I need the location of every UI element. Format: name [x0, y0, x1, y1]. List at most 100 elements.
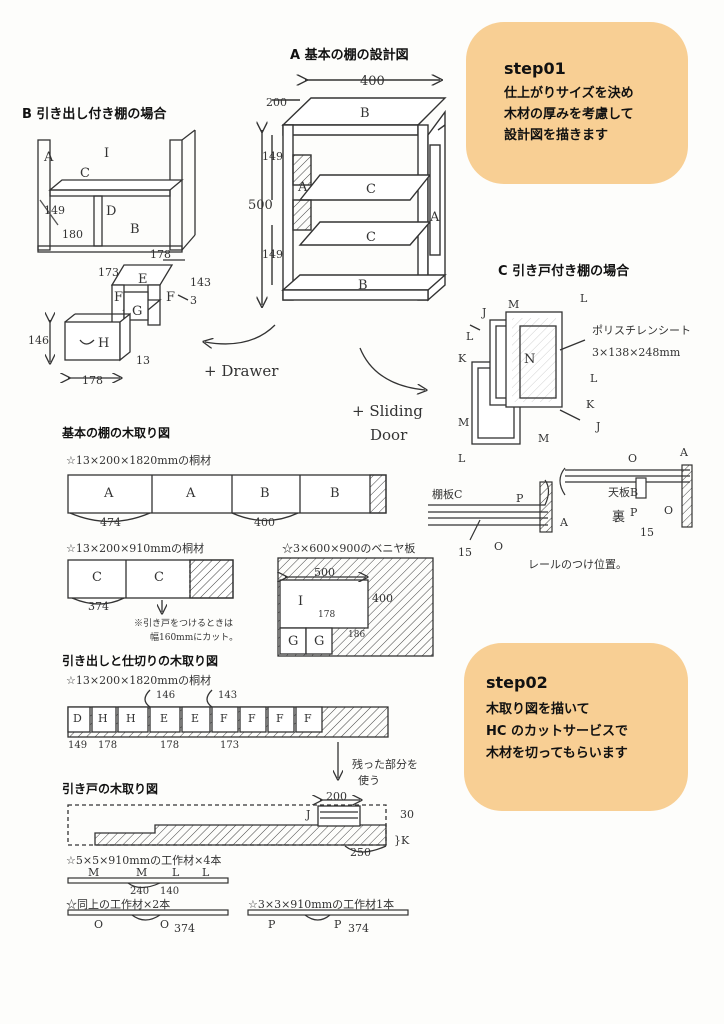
part-label: A — [298, 180, 308, 195]
dim-height: 500 — [248, 198, 273, 213]
rail-label: 15 — [640, 526, 654, 539]
board-dim: 143 — [218, 690, 238, 701]
step02-line: 木材を切ってもらいます — [486, 746, 628, 761]
board-dim: 178 — [98, 740, 118, 751]
sticks-drawing — [67, 877, 409, 921]
step02-line: HC のカットサービスで — [486, 724, 628, 739]
board-piece: A — [186, 486, 196, 501]
arrow-drawer — [205, 324, 276, 344]
part-label: C — [80, 166, 90, 181]
board-piece: B — [260, 486, 270, 501]
drawer-box-drawing — [50, 259, 189, 378]
sticks-label: P — [268, 918, 276, 931]
rail-detail-drawing — [428, 464, 693, 541]
board1-spec: ☆13×200×1820mmの桐材 — [66, 454, 212, 467]
sticks-label: P — [334, 918, 342, 931]
part-label: G — [132, 304, 143, 319]
part-label: L — [580, 292, 588, 305]
shelf-c-title: C 引き戸付き棚の場合 — [498, 264, 630, 279]
board-dim: 474 — [100, 516, 121, 529]
dim-label: 3 — [190, 294, 197, 307]
rail-label: O — [494, 540, 504, 553]
board5-label: 250 — [350, 846, 371, 859]
door-arrow-label: Door — [370, 426, 408, 444]
part-label: J — [596, 420, 601, 433]
board-piece: H — [126, 712, 136, 725]
part-label: E — [138, 272, 148, 287]
part-label: N — [524, 352, 536, 367]
board-dim: 374 — [88, 600, 109, 613]
shelf-a-drawing — [262, 80, 447, 305]
step02-line: 木取り図を描いて — [486, 702, 590, 717]
part-label: F — [166, 290, 176, 305]
cut-door-title: 引き戸の木取り図 — [62, 782, 159, 796]
sticks-label: L — [172, 866, 180, 879]
board4-spec: ☆13×200×1820mmの桐材 — [66, 674, 212, 687]
step01-bubble: step01 仕上がりサイズを決め 木材の厚みを考慮して 設計図を描きます — [466, 22, 688, 184]
shelf-b-drawing — [37, 129, 196, 253]
dim-label: 149 — [44, 204, 65, 217]
cut-drawer-title: 引き出しと仕切りの木取り図 — [62, 654, 219, 668]
sticks-label: M — [136, 866, 148, 879]
part-label: D — [106, 204, 117, 219]
drawer-arrow-label: + Drawer — [204, 362, 279, 380]
sticks-label: O — [160, 918, 170, 931]
rail-label: 棚板C — [432, 488, 463, 501]
rail-label: 15 — [458, 546, 472, 559]
board-piece: C — [154, 570, 164, 585]
sticks-label: M — [88, 866, 100, 879]
part-label: F — [114, 290, 124, 305]
part-label: M — [538, 432, 550, 445]
step02-bubble: step02 木取り図を描いて HC のカットサービスで 木材を切ってもらいます — [464, 643, 688, 811]
rail-label: 天板B — [608, 486, 639, 499]
board-dim: 178 — [318, 610, 336, 620]
rail-label: P — [630, 506, 638, 519]
part-label: L — [466, 330, 474, 343]
dim-label: 173 — [98, 266, 119, 279]
board-piece: F — [304, 712, 312, 725]
part-label: K — [458, 352, 467, 365]
dim-label: 143 — [190, 276, 211, 289]
arrow-sliding — [359, 347, 425, 390]
door-note: 3×138×248mm — [592, 346, 681, 359]
part-label: L — [590, 372, 598, 385]
dim-label: 178 — [82, 374, 103, 387]
board-dim: 173 — [220, 740, 240, 751]
board-piece: I — [298, 594, 304, 609]
board-piece: G — [288, 634, 299, 649]
board-piece: B — [330, 486, 340, 501]
dim-width: 400 — [360, 74, 385, 89]
part-label: M — [508, 298, 520, 311]
step01-line: 仕上がりサイズを決め — [504, 86, 634, 101]
board-dim: 186 — [348, 630, 366, 640]
board-dim: 149 — [68, 740, 88, 751]
sticks-dim: 140 — [160, 886, 180, 897]
dim-label: 178 — [150, 248, 171, 261]
part-label: M — [458, 416, 470, 429]
part-label: J — [482, 306, 487, 319]
board-piece: F — [248, 712, 256, 725]
rail-label: O — [664, 504, 674, 517]
shelf-a-title: A 基本の棚の設計図 — [290, 48, 409, 63]
sliding-door-drawing — [469, 311, 586, 445]
dim-depth: 200 — [266, 96, 287, 109]
part-label: A — [44, 150, 54, 165]
part-label: C — [366, 182, 376, 197]
board2-drawing — [67, 559, 234, 612]
part-label: I — [104, 146, 110, 161]
sticks-spec: ☆同上の工作材×2本 — [66, 898, 171, 911]
board5-label: }K — [394, 834, 410, 847]
rail-label: A — [680, 446, 688, 459]
sticks-dim: 374 — [174, 922, 195, 935]
board-piece: F — [220, 712, 228, 725]
sliding-arrow-label: + Sliding — [352, 402, 423, 420]
board5-drawing — [67, 800, 387, 853]
board-piece: H — [98, 712, 108, 725]
board4-note: 残った部分を — [352, 758, 418, 771]
board2-note: 幅160mmにカット。 — [150, 633, 239, 643]
part-label: K — [586, 398, 595, 411]
rail-label: P — [516, 492, 524, 505]
part-label: L — [458, 452, 466, 465]
rail-label: O — [628, 452, 638, 465]
